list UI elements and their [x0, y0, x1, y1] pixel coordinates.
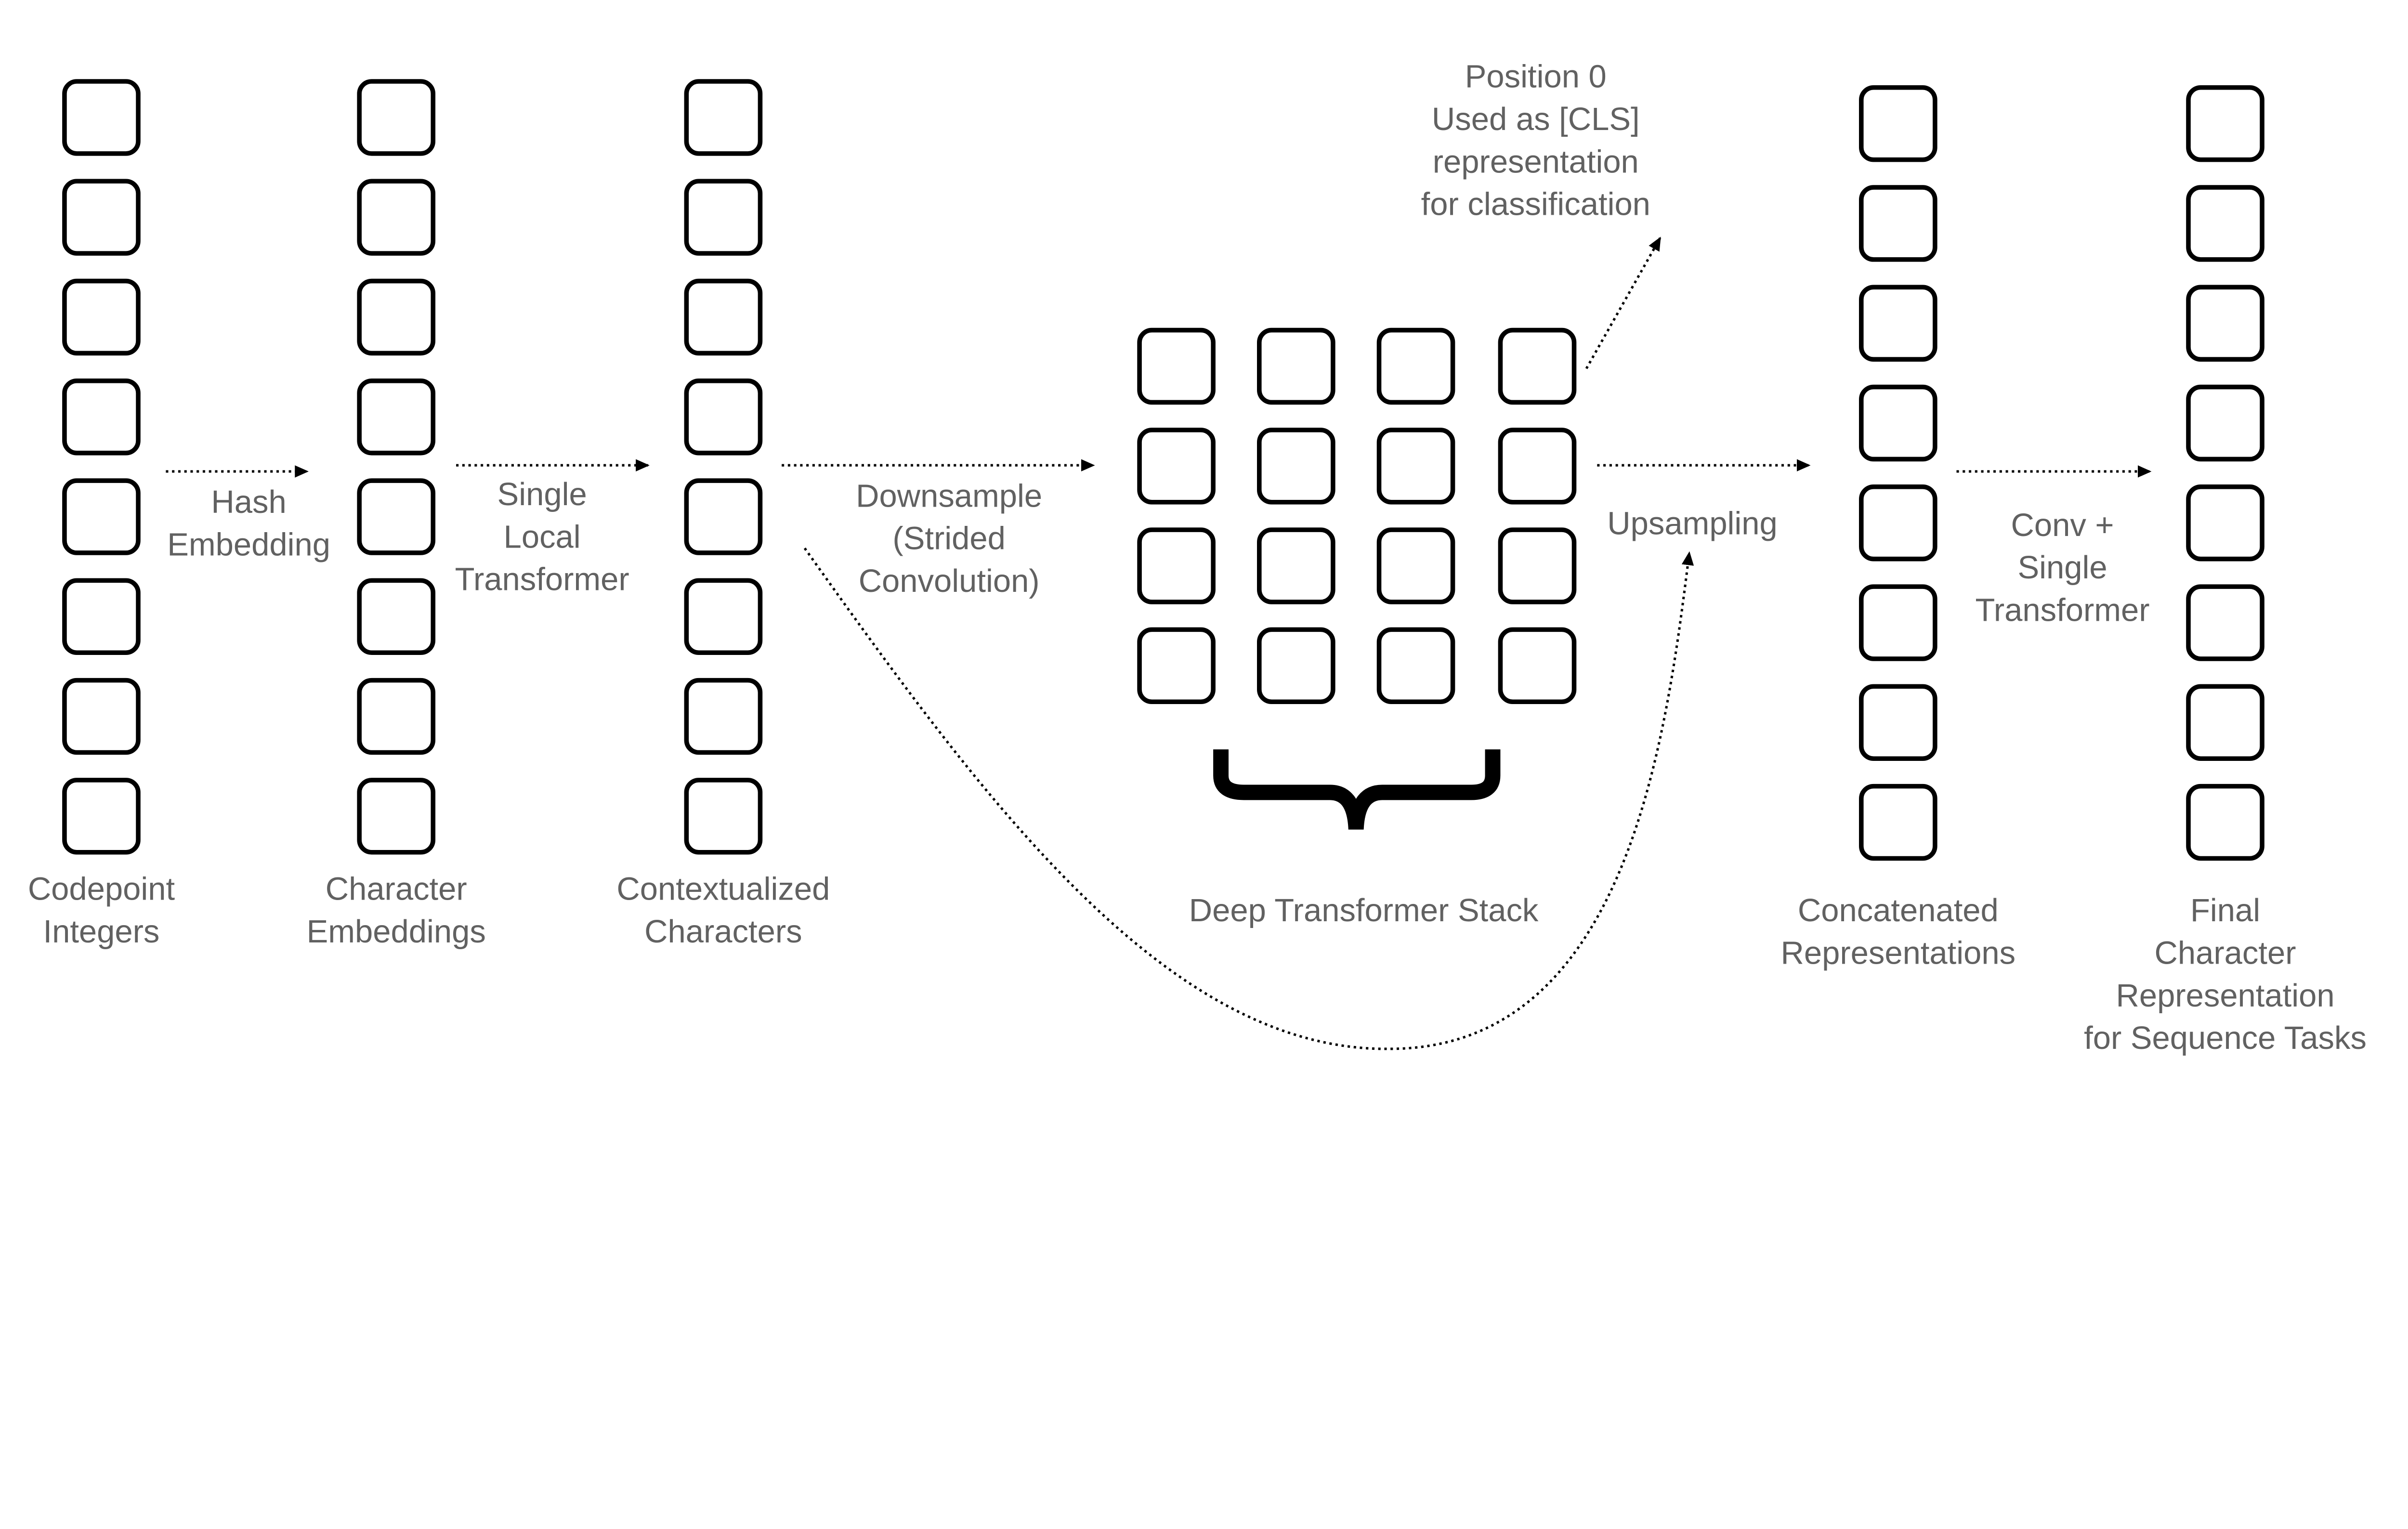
transformer-cell: [1498, 527, 1577, 604]
vector-cell: [684, 379, 763, 456]
vector-cell: [684, 478, 763, 555]
column-label: Codepoint: [28, 871, 175, 907]
transformer-cell: [1257, 327, 1335, 405]
vector-cell: [357, 578, 436, 655]
vector-cell: [684, 79, 763, 156]
vector-cell: [1859, 784, 1937, 861]
arrow-label: Transformer: [455, 562, 629, 598]
vector-cell: [684, 678, 763, 755]
vector-cell: [62, 678, 141, 755]
vector-cell: [357, 678, 436, 755]
column-label: for Sequence Tasks: [2084, 1020, 2367, 1056]
column-label: Contextualized: [616, 871, 830, 907]
arrow-label: Conv +: [2011, 507, 2114, 543]
transformer-cell: [1257, 527, 1335, 604]
vector-cell: [62, 278, 141, 356]
vector-cell: [2186, 285, 2264, 362]
transformer-cell: [1137, 627, 1216, 705]
arrow-cls: [1585, 236, 1662, 369]
cls-note-label: Used as [CLS]: [1432, 101, 1640, 137]
vector-cell: [1859, 85, 1937, 162]
arrow-label: Embedding: [167, 526, 330, 562]
transformer-cell: [1137, 327, 1216, 405]
transformer-cell: [1376, 428, 1455, 505]
vector-cell: [357, 179, 436, 256]
vector-cell: [62, 478, 141, 555]
vector-cell: [684, 778, 763, 855]
vector-cell: [2186, 384, 2264, 462]
column-label: Character: [2155, 935, 2296, 971]
vector-cell: [2186, 684, 2264, 761]
vector-cell: [2186, 185, 2264, 262]
vector-cell: [357, 379, 436, 456]
column-label: Representations: [1781, 935, 2016, 971]
arrow-label: Transformer: [1975, 592, 2149, 628]
transformer-cell: [1376, 627, 1455, 705]
arrow-label: Upsampling: [1607, 506, 1778, 542]
transformer-cell: [1498, 428, 1577, 505]
arrow-label: (Strided: [892, 521, 1005, 557]
transformer-cell: [1257, 428, 1335, 505]
cls-note-label: for classification: [1421, 186, 1650, 222]
vector-cell: [1859, 384, 1937, 462]
cls-note-label: Position 0: [1465, 59, 1607, 95]
vector-cell: [1859, 484, 1937, 562]
canine-architecture-diagram: CodepointIntegersCharacterEmbeddingsCont…: [28, 59, 2367, 1056]
vector-cell: [357, 778, 436, 855]
vector-cell: [684, 278, 763, 356]
arrow-label: Local: [504, 519, 581, 555]
deep-transformer-stack-label: Deep Transformer Stack: [1189, 892, 1539, 928]
transformer-cell: [1137, 527, 1216, 604]
arrow-label: Hash: [211, 484, 286, 520]
vector-cell: [62, 778, 141, 855]
arrow-label: Downsample: [856, 478, 1042, 514]
transformer-cell: [1376, 527, 1455, 604]
vector-cell: [357, 478, 436, 555]
column-label: Embeddings: [307, 914, 486, 950]
column-label: Characters: [644, 914, 802, 950]
vector-cell: [357, 79, 436, 156]
column-label: Representation: [2116, 978, 2334, 1014]
vector-cell: [1859, 584, 1937, 661]
transformer-cell: [1498, 327, 1577, 405]
vector-cell: [2186, 85, 2264, 162]
brace-icon: [1213, 749, 1501, 830]
vector-cell: [2186, 784, 2264, 861]
column-label: Concatenated: [1798, 892, 1999, 928]
cls-note-label: representation: [1433, 144, 1639, 180]
vector-cell: [2186, 584, 2264, 661]
transformer-cell: [1257, 627, 1335, 705]
column-label: Integers: [43, 914, 159, 950]
vector-cell: [62, 79, 141, 156]
column-label: Final: [2190, 892, 2260, 928]
vector-cell: [62, 379, 141, 456]
transformer-cell: [1137, 428, 1216, 505]
vector-cell: [62, 179, 141, 256]
transformer-cell: [1498, 627, 1577, 705]
vector-cell: [684, 578, 763, 655]
arrow-label: Convolution): [859, 563, 1040, 599]
transformer-cell: [1376, 327, 1455, 405]
column-label: Character: [326, 871, 467, 907]
vector-cell: [357, 278, 436, 356]
arrow-label: Single: [2017, 549, 2107, 586]
vector-cell: [1859, 285, 1937, 362]
vector-cell: [684, 179, 763, 256]
arrow-label: Single: [497, 476, 587, 512]
vector-cell: [1859, 185, 1937, 262]
vector-cell: [62, 578, 141, 655]
vector-cell: [2186, 484, 2264, 562]
vector-cell: [1859, 684, 1937, 761]
